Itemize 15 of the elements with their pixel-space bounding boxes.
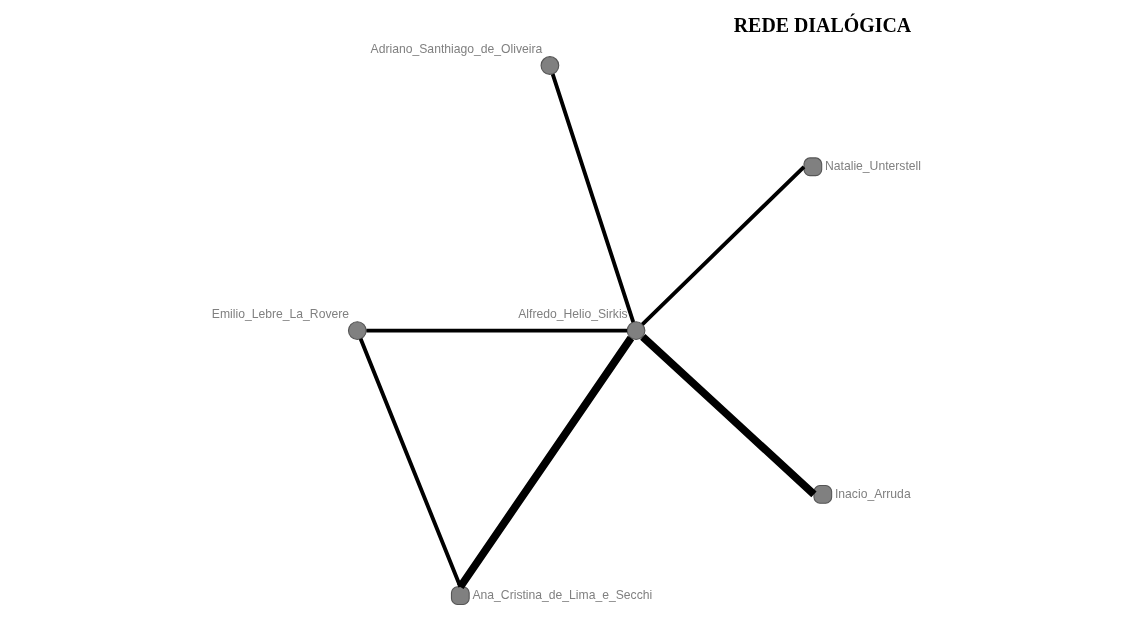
connector bbox=[365, 328, 627, 333]
node-label: Ana_Cristina_de_Lima_e_Secchi bbox=[471, 587, 652, 602]
node-label: Natalie_Unterstell bbox=[824, 158, 921, 173]
connector bbox=[358, 338, 462, 588]
diagram-title: REDE DIALÓGICA bbox=[733, 13, 911, 36]
connector bbox=[639, 333, 817, 498]
node-label: Alfredo_Helio_Sirkis bbox=[517, 307, 628, 322]
node-circle bbox=[347, 321, 367, 340]
node-circle bbox=[626, 321, 645, 340]
connector bbox=[550, 73, 635, 323]
node-circle bbox=[540, 56, 559, 75]
node-label: Inacio_Arruda bbox=[834, 486, 911, 501]
node-label: Emilio_Lebre_La_Rovere bbox=[211, 307, 349, 322]
node-label: Adriano_Santhiago_de_Oliveira bbox=[370, 42, 542, 57]
connector bbox=[640, 165, 805, 326]
